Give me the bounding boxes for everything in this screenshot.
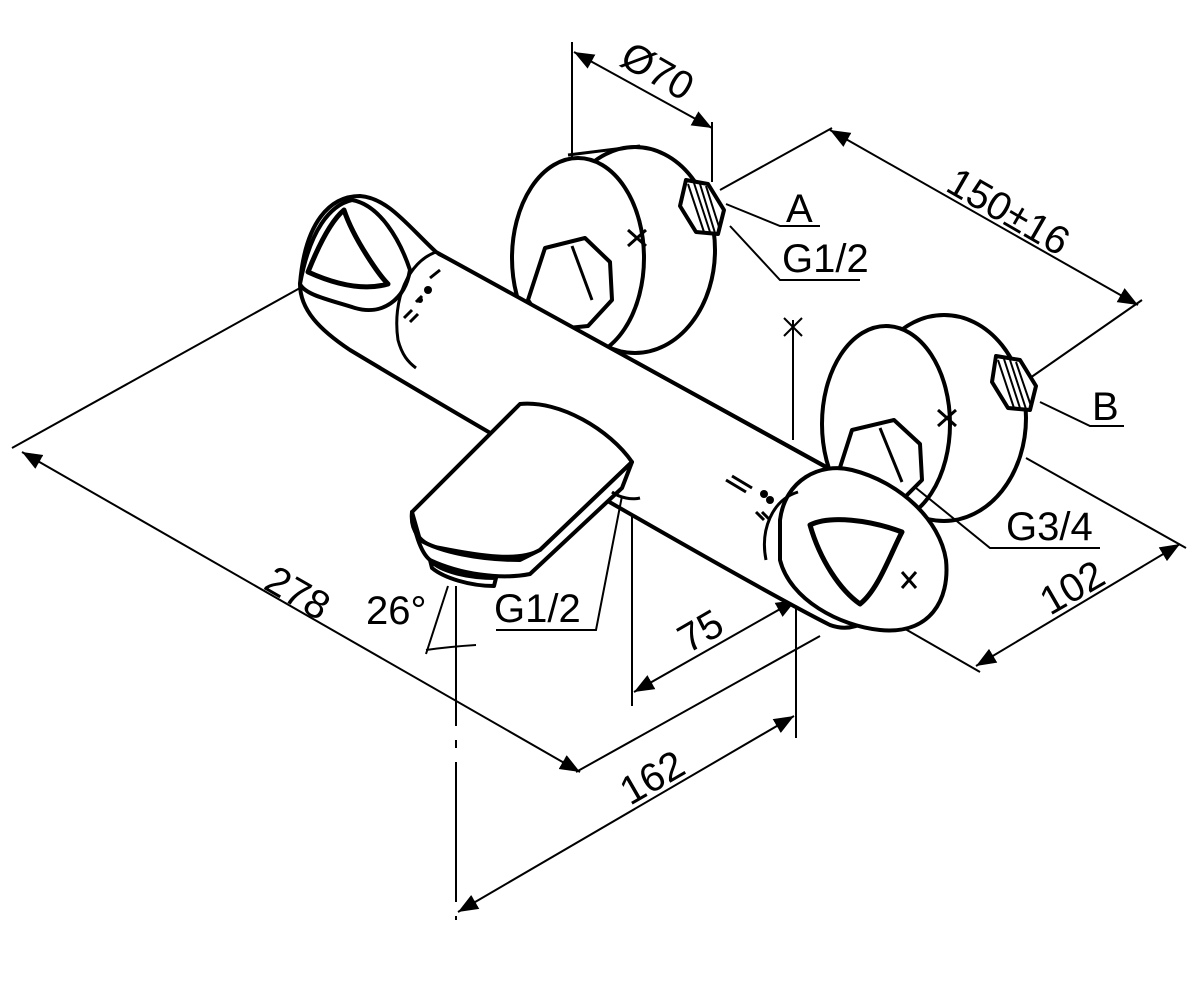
mixer-body bbox=[298, 194, 949, 633]
dim102-ext-right bbox=[1025, 457, 1187, 549]
dimension-lines bbox=[11, 42, 1187, 920]
dim70-line bbox=[573, 51, 713, 129]
inlet-thread-b bbox=[990, 354, 1038, 412]
dim278-text: 278 bbox=[258, 558, 338, 629]
dim102-line bbox=[975, 543, 1181, 667]
dim75-line bbox=[633, 599, 797, 693]
dim150-text: 150±16 bbox=[940, 160, 1077, 265]
leader-g12-inlet bbox=[729, 225, 860, 281]
right-handle-x2 bbox=[900, 571, 918, 589]
angle-ray bbox=[425, 585, 449, 655]
label-g12-inlet: G1/2 bbox=[782, 237, 869, 281]
label-g12-outlet: G1/2 bbox=[494, 587, 581, 631]
angle-arc bbox=[425, 644, 477, 651]
dim162-text: 162 bbox=[613, 742, 693, 813]
right-hex-facet bbox=[878, 427, 904, 483]
dim150-ext-top bbox=[719, 127, 833, 191]
left-handle-grip bbox=[305, 207, 391, 290]
right-handle-cap bbox=[778, 466, 949, 633]
angle-text: 26° bbox=[366, 589, 427, 633]
left-hex-facet bbox=[570, 245, 594, 301]
leader-b bbox=[1039, 401, 1124, 427]
left-flange-top-edge bbox=[567, 144, 641, 157]
leader-a bbox=[725, 203, 820, 227]
dim102-text: 102 bbox=[1033, 552, 1113, 623]
spout-side bbox=[410, 460, 634, 579]
right-collar bbox=[763, 490, 799, 561]
spout-outlet-lip bbox=[428, 558, 498, 588]
flow-scale-marks bbox=[725, 474, 774, 522]
inlet-thread-a bbox=[678, 178, 726, 236]
dim162-line bbox=[457, 715, 795, 913]
label-g34: G3/4 bbox=[1006, 505, 1093, 549]
center-mark-x2 bbox=[783, 317, 803, 337]
body-top-seam bbox=[437, 252, 831, 472]
dim150-line bbox=[829, 129, 1139, 306]
leader-g34 bbox=[915, 487, 1100, 549]
label-a: A bbox=[786, 187, 813, 231]
spout bbox=[409, 401, 641, 588]
label-b: B bbox=[1092, 385, 1119, 429]
leader-lines bbox=[425, 203, 1124, 655]
spout-base-ring bbox=[611, 490, 641, 501]
right-center-x2 bbox=[937, 408, 957, 428]
temperature-scale-marks bbox=[402, 268, 441, 324]
leader-g12-outlet bbox=[496, 495, 623, 631]
dim75-text: 75 bbox=[671, 601, 732, 661]
callout-texts: A G1/2 B G3/4 G1/2 bbox=[494, 187, 1119, 631]
left-center-x2 bbox=[627, 228, 647, 248]
dim278-ext-left bbox=[11, 287, 301, 449]
left-collar bbox=[395, 250, 437, 370]
right-handle-grip bbox=[807, 517, 905, 607]
dim150-ext-bottom bbox=[1029, 299, 1143, 379]
